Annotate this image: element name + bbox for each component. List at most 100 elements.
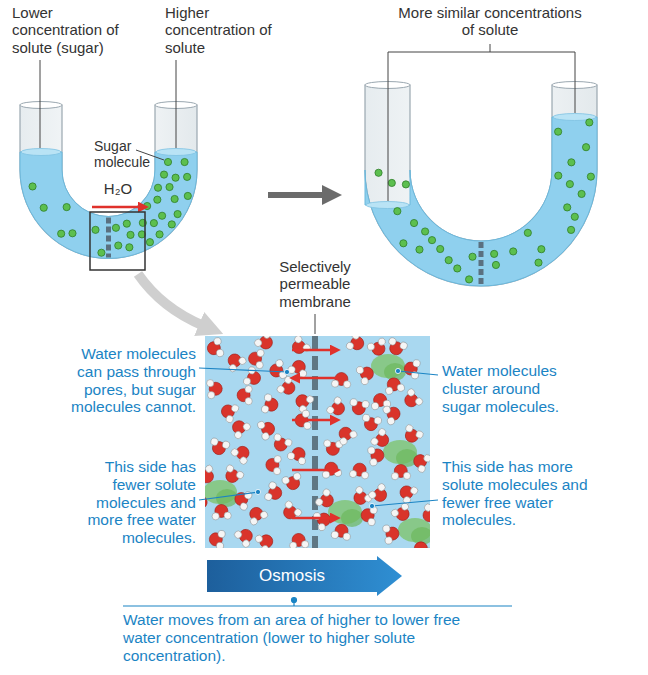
sugar-molecule (63, 204, 70, 211)
hydrogen-atom (284, 438, 294, 448)
hydrogen-atom (386, 416, 395, 425)
meniscus (156, 149, 196, 156)
hydrogen-atom (225, 414, 235, 424)
hydrogen-atom (343, 533, 351, 541)
water-molecule (331, 372, 351, 388)
hydrogen-atom (242, 377, 251, 386)
caption-bracket (123, 598, 512, 607)
hydrogen-atom (367, 446, 375, 454)
hydrogen-atom (264, 393, 273, 402)
hydrogen-atom (222, 440, 231, 449)
sugar-molecule (394, 208, 401, 215)
hydrogen-atom (354, 485, 364, 495)
water-molecule (281, 472, 304, 493)
water-flow-arrow (292, 419, 332, 422)
water-molecule (264, 481, 285, 504)
hydrogen-atom (374, 416, 383, 425)
water-molecule (382, 402, 403, 425)
water-molecule (206, 337, 225, 359)
hydrogen-atom (245, 398, 252, 405)
water-flow-arrow (292, 517, 332, 520)
hydrogen-atom (366, 342, 376, 352)
tube-rim (20, 102, 62, 109)
sugar-molecule (174, 210, 181, 217)
hydrogen-atom (391, 472, 398, 479)
bracket-dot (292, 598, 297, 603)
hydrogen-atom (303, 422, 311, 430)
water-molecule (410, 450, 430, 474)
sugar-molecule (445, 257, 452, 264)
solution (365, 117, 597, 286)
hydrogen-atom (257, 349, 265, 357)
sugar-molecule (568, 159, 575, 166)
membrane (106, 218, 111, 258)
sugar-molecule (400, 240, 407, 247)
water-molecule (400, 423, 424, 446)
oxygen-atom (205, 493, 210, 511)
hydrogen-atom (414, 396, 424, 406)
water-flow-arrow (298, 377, 338, 380)
hydrogen-atom (305, 394, 315, 404)
sugar-molecule (69, 230, 76, 237)
zoom-arrow (138, 274, 204, 326)
hydrogen-atom (210, 437, 219, 446)
hydrogen-atom (212, 513, 220, 521)
oxygen-atom (413, 540, 429, 548)
sugar-molecule (428, 237, 435, 244)
water-molecule (208, 437, 230, 457)
sugar-molecule (491, 250, 498, 257)
sugar-molecule (586, 119, 593, 126)
water-flow-arrow (292, 469, 332, 472)
bracket-line (123, 605, 512, 606)
water-molecule (221, 464, 245, 487)
water-molecule (325, 396, 349, 420)
hydrogen-atom (322, 470, 330, 478)
sugar-molecule (410, 219, 417, 226)
hydrogen-atom (293, 507, 303, 517)
water-molecule (369, 427, 393, 451)
water-molecule (400, 387, 424, 411)
water-molecule (254, 530, 277, 548)
meniscus (21, 149, 61, 156)
hydrogen-atom (276, 384, 286, 394)
hydrogen-atom (213, 337, 222, 346)
sugar-molecule (171, 195, 178, 202)
callout-text: This side has more solute molecules and … (442, 458, 614, 529)
hydrogen-atom (230, 404, 240, 414)
water-molecule (286, 444, 310, 466)
water-molecule (349, 462, 370, 479)
water-molecule (355, 362, 377, 386)
sugar-molecule (524, 229, 531, 236)
hydrogen-atom (331, 380, 339, 388)
hydrogen-atom (377, 427, 387, 437)
water-molecule (383, 376, 405, 395)
sugar-molecule (40, 204, 47, 211)
hydrogen-atom (245, 386, 252, 393)
sugar-molecule (422, 228, 429, 235)
hydrogen-atom (361, 400, 369, 408)
hydrogen-atom (224, 512, 232, 520)
water-molecule (382, 523, 400, 545)
sugar-molecule (555, 172, 562, 179)
hydrogen-atom (292, 472, 301, 481)
water-molecule (331, 523, 352, 541)
part-label: Sugar molecule (94, 138, 156, 170)
hydrogen-atom (406, 387, 416, 397)
hydrogen-atom (369, 436, 379, 446)
sugar-molecule (181, 158, 188, 165)
tube-label: Lower concentration of solute (sugar) (12, 4, 130, 56)
hydrogen-atom (238, 456, 248, 466)
sugar-molecule (168, 221, 175, 228)
node-text: Osmosis (259, 566, 325, 586)
water-molecule (248, 349, 265, 369)
sugar-molecule (154, 184, 161, 191)
u-tube (20, 102, 197, 259)
hydrogen-atom (323, 440, 331, 448)
water-molecule (242, 366, 264, 390)
hydrogen-atom (284, 500, 294, 510)
sugar-molecule (29, 183, 36, 190)
hydrogen-atom (235, 470, 245, 480)
water-arrow (92, 206, 140, 209)
water-molecule (367, 445, 385, 467)
